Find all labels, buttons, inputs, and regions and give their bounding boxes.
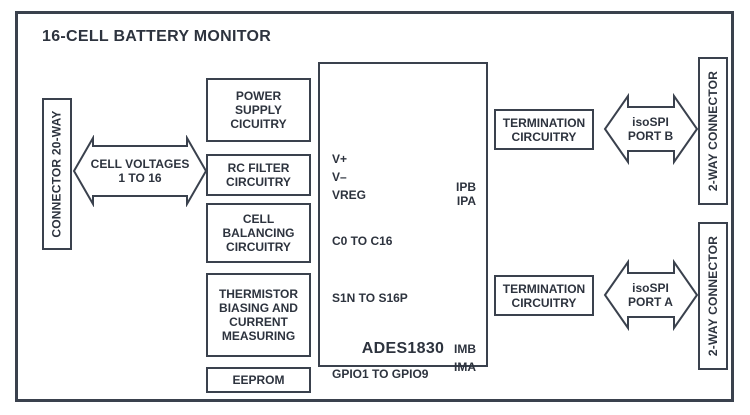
- pin-ipa: IPA: [456, 194, 476, 208]
- termination-top-line1: TERMINATION: [502, 115, 586, 130]
- power-supply-line1: POWER: [235, 89, 282, 103]
- rc-filter-line2: CIRCUITRY: [226, 175, 291, 189]
- pin-vminus: V–: [332, 170, 347, 184]
- termination-circuitry-bottom-box: TERMINATION CIRCUITRY: [494, 275, 594, 316]
- cell-voltages-arrow-icon: [72, 135, 208, 207]
- termination-circuitry-top-box: TERMINATION CIRCUITRY: [494, 109, 594, 150]
- cell-balancing-line3: CIRCUITRY: [226, 240, 291, 254]
- thermistor-line4: MEASURING: [221, 329, 296, 343]
- chip-name-label: ADES1830: [361, 340, 445, 357]
- rc-filter-line1: RC FILTER: [227, 161, 290, 175]
- cell-balancing-line2: BALANCING: [222, 226, 295, 240]
- cell-balancing-line1: CELL: [242, 212, 275, 226]
- isospi-port-a-arrow-icon: [603, 259, 699, 331]
- termination-bottom-line2: CIRCUITRY: [511, 295, 577, 310]
- connector-2-way-top-label: 2-WAY CONNECTOR: [706, 70, 721, 192]
- thermistor-line1: THERMISTOR: [218, 287, 299, 301]
- eeprom-box: EEPROM: [206, 367, 311, 393]
- power-supply-line3: CICUITRY: [230, 117, 287, 131]
- power-supply-circuitry-box: POWER SUPPLY CICUITRY: [206, 78, 311, 142]
- ades1830-chip-box: V+ V– VREG C0 TO C16 S1N TO S16P GPIO1 T…: [318, 62, 488, 381]
- termination-bottom-line1: TERMINATION: [502, 281, 586, 296]
- termination-top-line2: CIRCUITRY: [511, 129, 577, 144]
- pin-vplus: V+: [332, 152, 348, 166]
- connector-20-way-label: CONNECTOR 20-WAY: [50, 110, 65, 238]
- thermistor-biasing-box: THERMISTOR BIASING AND CURRENT MEASURING: [206, 273, 311, 357]
- pin-imb: IMB: [454, 342, 476, 356]
- connector-20-way-box: CONNECTOR 20-WAY: [42, 98, 72, 250]
- pin-c0-c16: C0 TO C16: [332, 234, 393, 248]
- pin-vreg: VREG: [332, 188, 367, 202]
- rc-filter-circuitry-box: RC FILTER CIRCUITRY: [206, 154, 311, 196]
- pin-ima: IMA: [454, 360, 476, 374]
- pin-gpio: GPIO1 TO GPIO9: [332, 367, 429, 381]
- thermistor-line2: BIASING AND: [219, 301, 298, 315]
- connector-2-way-top-box: 2-WAY CONNECTOR: [698, 57, 728, 205]
- pin-ipb: IPB: [455, 180, 476, 194]
- diagram-title: 16-CELL BATTERY MONITOR: [42, 28, 272, 45]
- pin-s1n-s16p: S1N TO S16P: [332, 291, 408, 305]
- connector-2-way-bottom-box: 2-WAY CONNECTOR: [698, 222, 728, 370]
- connector-2-way-bottom-label: 2-WAY CONNECTOR: [706, 235, 721, 357]
- isospi-port-b-arrow-icon: [603, 93, 699, 165]
- cell-balancing-circuitry-box: CELL BALANCING CIRCUITRY: [206, 203, 311, 263]
- thermistor-line3: CURRENT: [229, 315, 288, 329]
- eeprom-label: EEPROM: [232, 373, 285, 387]
- diagram-outer-border: [15, 11, 734, 402]
- power-supply-line2: SUPPLY: [235, 103, 282, 117]
